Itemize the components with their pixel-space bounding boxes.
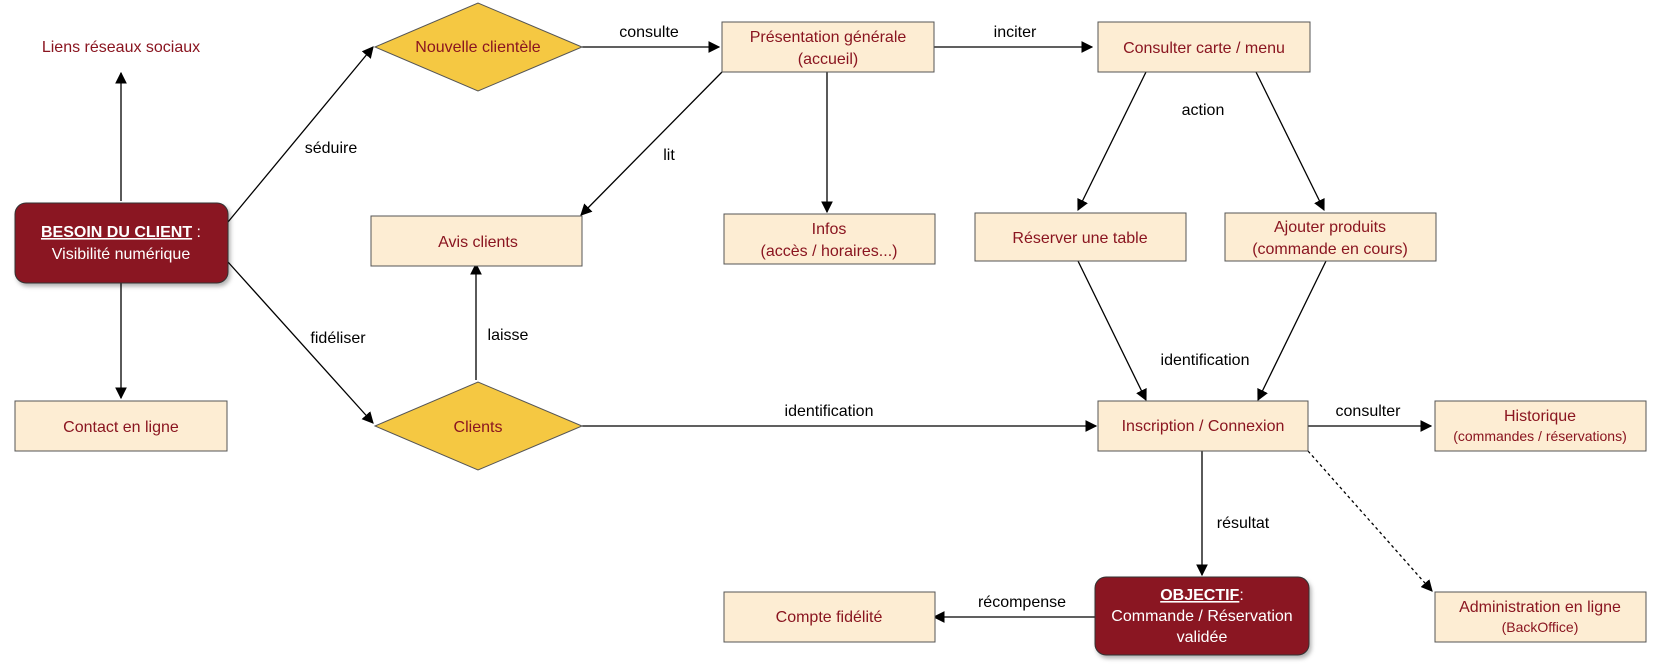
clients-label: Clients — [454, 419, 503, 436]
edge-inscription-admin — [1307, 450, 1433, 592]
node-objectif: OBJECTIF: Commande / Réservation validée — [1094, 576, 1310, 656]
besoin-title: BESOIN DU CLIENT — [41, 224, 192, 241]
node-ajouter-produits: Ajouter produits (commande en cours) — [1224, 212, 1437, 262]
svg-text:OBJECTIF:: OBJECTIF: — [1160, 587, 1244, 604]
edges — [115, 41, 1433, 623]
label-fideliser: fidéliser — [310, 330, 366, 347]
label-laisse: laisse — [488, 327, 529, 344]
svg-text:BESOIN DU CLIENT :: BESOIN DU CLIENT : — [41, 224, 201, 241]
edge-carte-reserver — [1077, 71, 1147, 212]
edge-reserver-inscription — [1077, 260, 1147, 402]
nouvelle-label: Nouvelle clientèle — [415, 39, 541, 56]
admin-line2: (BackOffice) — [1502, 619, 1579, 635]
besoin-colon: : — [192, 224, 201, 241]
node-inscription-connexion: Inscription / Connexion — [1097, 400, 1309, 452]
node-besoin-client: BESOIN DU CLIENT : Visibilité numérique — [14, 202, 229, 284]
carte-label: Consulter carte / menu — [1123, 40, 1285, 57]
ajouter-line1: Ajouter produits — [1274, 219, 1386, 236]
objectif-line3: validée — [1177, 629, 1228, 646]
admin-line1: Administration en ligne — [1459, 599, 1621, 616]
presentation-line2: (accueil) — [798, 51, 858, 68]
edge-carte-ajouter — [1255, 71, 1325, 212]
compte-label: Compte fidélité — [776, 609, 883, 626]
reserver-label: Réserver une table — [1012, 230, 1147, 247]
node-administration: Administration en ligne (BackOffice) — [1434, 591, 1647, 643]
objectif-title: OBJECTIF — [1160, 587, 1239, 604]
presentation-line1: Présentation générale — [750, 29, 907, 46]
label-consulter: consulter — [1336, 403, 1402, 420]
node-consulter-carte: Consulter carte / menu — [1097, 21, 1311, 73]
inscription-label: Inscription / Connexion — [1122, 418, 1285, 435]
infos-line2: (accès / horaires...) — [761, 243, 898, 260]
avis-label: Avis clients — [438, 234, 518, 251]
label-resultat: résultat — [1217, 515, 1270, 532]
label-inciter: inciter — [994, 24, 1037, 41]
node-liens-reseaux: Liens réseaux sociaux — [42, 39, 200, 56]
node-presentation-generale: Présentation générale (accueil) — [721, 21, 935, 73]
node-infos: Infos (accès / horaires...) — [723, 213, 936, 265]
objectif-line2: Commande / Réservation — [1111, 608, 1292, 625]
edge-besoin-clients — [227, 261, 374, 424]
node-compte-fidelite: Compte fidélité — [723, 591, 936, 643]
node-nouvelle-clientele: Nouvelle clientèle — [373, 2, 584, 92]
label-recompense: récompense — [978, 594, 1066, 611]
edge-ajouter-inscription — [1257, 260, 1327, 402]
label-action: action — [1182, 102, 1225, 119]
label-identification-mid: identification — [785, 403, 874, 420]
node-historique: Historique (commandes / réservations) — [1434, 400, 1647, 452]
node-reserver-table: Réserver une table — [974, 212, 1187, 262]
edge-besoin-nouvelle — [227, 46, 374, 223]
node-clients: Clients — [373, 381, 584, 471]
infos-line1: Infos — [812, 221, 847, 238]
node-contact-en-ligne: Contact en ligne — [14, 400, 228, 452]
node-avis-clients: Avis clients — [370, 215, 583, 267]
edge-presentation-avis — [580, 71, 723, 216]
objectif-colon: : — [1239, 587, 1243, 604]
label-seduire: séduire — [305, 140, 358, 157]
besoin-sub: Visibilité numérique — [52, 246, 191, 263]
label-identification-top: identification — [1161, 352, 1250, 369]
ajouter-line2: (commande en cours) — [1252, 241, 1408, 258]
edge-labels: séduire fidéliser consulte inciter lit l… — [305, 24, 1401, 611]
label-consulte: consulte — [619, 24, 679, 41]
historique-line1: Historique — [1504, 408, 1576, 425]
label-lit: lit — [663, 147, 675, 164]
historique-line2: (commandes / réservations) — [1453, 428, 1627, 444]
contact-label: Contact en ligne — [63, 419, 179, 436]
